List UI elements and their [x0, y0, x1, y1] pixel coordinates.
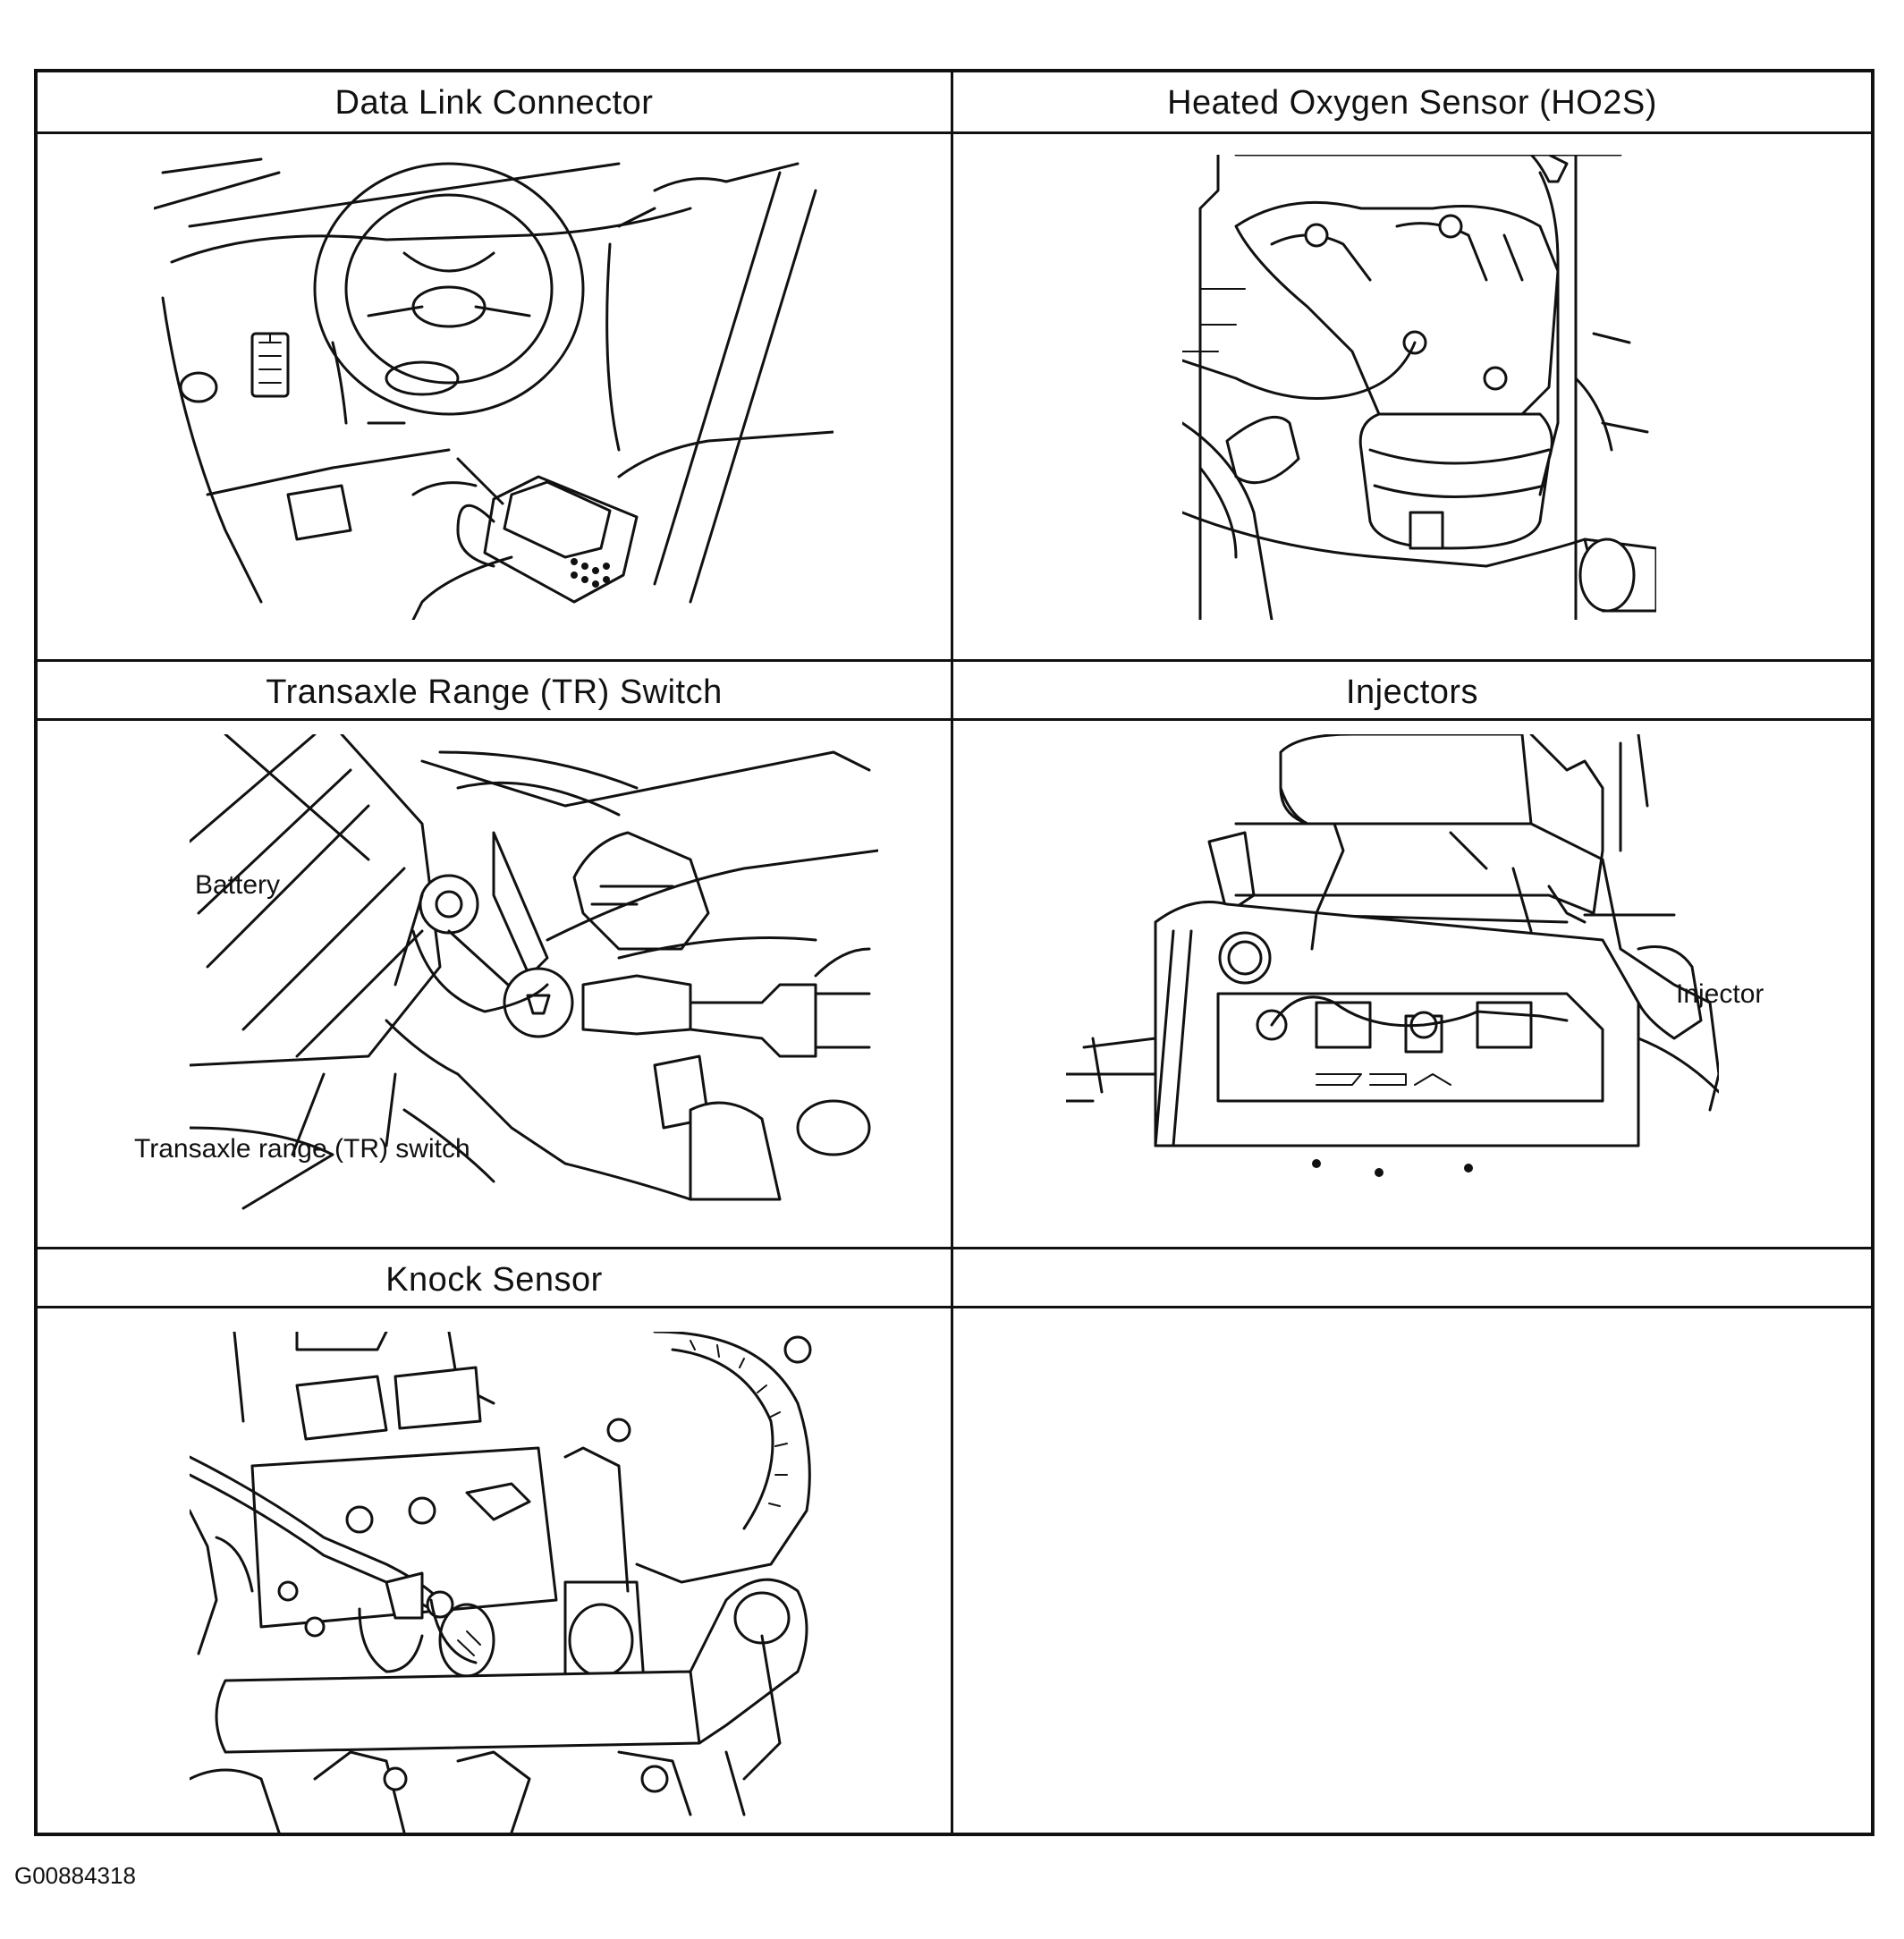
- scan-tool-at-dash-illustration: [154, 155, 834, 620]
- callout-tr-switch: Transaxle range (TR) switch: [134, 1134, 470, 1164]
- panel-title-injectors: Injectors: [1345, 673, 1479, 711]
- exhaust-manifold-sensor-illustration: [1182, 155, 1656, 620]
- tr-switch-illustration: [190, 734, 878, 1217]
- callout-battery: Battery: [195, 870, 281, 900]
- panel-title-knock-sensor: Knock Sensor: [385, 1260, 603, 1299]
- row-rule-1: [38, 659, 1871, 662]
- engine-injectors-illustration: [1066, 734, 1719, 1181]
- panel-title-data-link-connector: Data Link Connector: [334, 83, 654, 122]
- figure-id: G00884318: [14, 1862, 136, 1889]
- engine-block-knock-sensor-illustration: [190, 1332, 842, 1833]
- callout-injector: Injector: [1676, 979, 1764, 1009]
- panel-title-tr-switch: Transaxle Range (TR) Switch: [266, 673, 723, 711]
- panel-title-heated-oxygen-sensor: Heated Oxygen Sensor (HO2S): [1167, 83, 1657, 122]
- header-rule-3: [38, 1306, 1871, 1308]
- row-rule-2: [38, 1247, 1871, 1249]
- header-rule-2: [38, 718, 1871, 721]
- column-divider: [951, 72, 953, 1833]
- header-rule-1: [38, 131, 1871, 134]
- panel-title-empty: [953, 1249, 1871, 1310]
- component-locator-table: Data Link Connector Heated Oxygen Sensor…: [34, 69, 1874, 1836]
